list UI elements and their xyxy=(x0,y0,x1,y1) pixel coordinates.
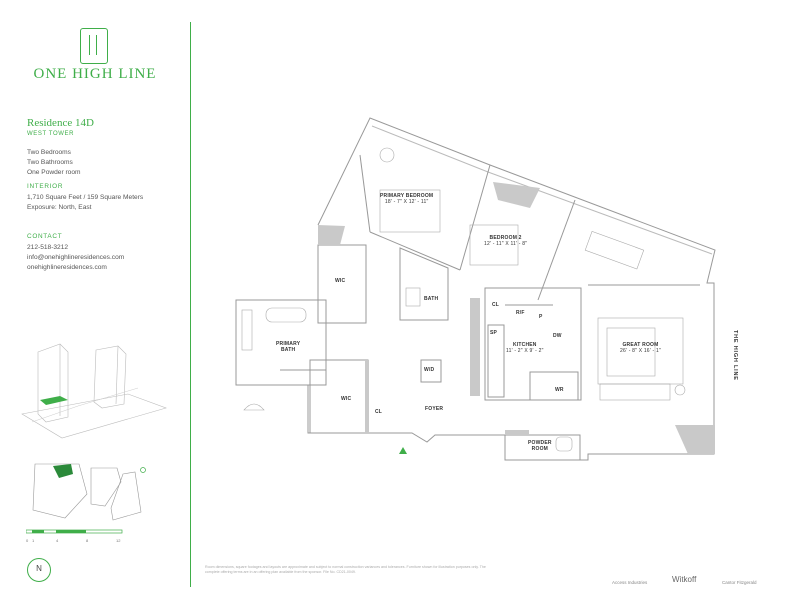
room-name: WR xyxy=(555,387,564,393)
contact-email[interactable]: info@onehighlineresidences.com xyxy=(27,254,125,261)
scale-bar: 0 1 4 8 12 xyxy=(26,529,123,543)
room-name: WIC xyxy=(341,396,352,402)
room-washer-dryer: W/D xyxy=(424,367,434,373)
room-great-room: GREAT ROOM 26' - 8" X 16' - 1" xyxy=(620,342,661,354)
room-name: WIC xyxy=(335,278,346,284)
brand-access-industries: Access Industries xyxy=(612,580,648,585)
room-name: W/D xyxy=(424,367,435,373)
room-dims: 18' - 7" X 12' - 11" xyxy=(384,199,429,205)
room-name: CL xyxy=(492,302,500,308)
tower-name: WEST TOWER xyxy=(27,131,75,137)
contact-details: 212-518-3212 info@onehighlineresidences.… xyxy=(27,243,124,273)
room-name: CL xyxy=(375,409,383,415)
floor-plan xyxy=(235,117,716,461)
room-summary: Two Bedrooms Two Bathrooms One Powder ro… xyxy=(27,148,81,178)
room-foyer: FOYER xyxy=(425,406,443,412)
room-primary-bath: PRIMARY BATH xyxy=(276,341,300,353)
room-name: POWDER xyxy=(528,440,552,446)
room-wine-room: WR xyxy=(555,387,564,393)
scale-tick: 12 xyxy=(116,538,121,543)
street-label: THE HIGH LINE xyxy=(732,330,738,381)
room-bath: BATH xyxy=(424,296,438,302)
room-name: PRIMARY xyxy=(276,341,301,347)
room-name: BATH xyxy=(424,296,439,302)
room-name: SP xyxy=(490,330,498,336)
scale-tick: 4 xyxy=(56,538,59,543)
interior-exposure: Exposure: North, East xyxy=(27,204,92,211)
scale-tick: 0 xyxy=(26,538,29,543)
room-summary-line: Two Bedrooms xyxy=(27,149,71,156)
building-3d-thumbnail xyxy=(21,343,167,439)
interior-area: 1,710 Square Feet / 159 Square Meters xyxy=(27,194,144,201)
room-name: DW xyxy=(553,333,562,339)
north-letter: N xyxy=(36,564,42,573)
room-name: GREAT ROOM xyxy=(622,342,659,348)
room-dims: 26' - 8" X 16' - 1" xyxy=(620,348,661,354)
room-name: ROOM xyxy=(531,446,549,452)
room-bedroom-2: BEDROOM 2 12' - 11" X 11' - 8" xyxy=(484,235,527,247)
brand-name: ONE HIGH LINE xyxy=(33,66,157,82)
room-wic-upper: WIC xyxy=(335,278,345,284)
room-primary-bedroom: PRIMARY BEDROOM 18' - 7" X 12' - 11" xyxy=(380,193,433,205)
panel-divider xyxy=(190,22,191,587)
room-name: R/F xyxy=(516,310,525,316)
room-name: KITCHEN xyxy=(512,342,537,348)
contact-website[interactable]: onehighlineresidences.com xyxy=(27,264,107,271)
legal-disclaimer: Room dimensions, square footages and lay… xyxy=(205,565,486,574)
room-closet-kitchen: CL xyxy=(492,302,499,308)
room-summary-line: Two Bathrooms xyxy=(27,159,73,166)
room-closet-foyer: CL xyxy=(375,409,382,415)
room-kitchen: KITCHEN 11' - 2" X 9' - 2" xyxy=(506,342,544,354)
scale-tick: 8 xyxy=(86,538,89,543)
room-dims: 12' - 11" X 11' - 8" xyxy=(484,241,528,247)
interior-details: 1,710 Square Feet / 159 Square Meters Ex… xyxy=(27,193,143,213)
room-summary-line: One Powder room xyxy=(27,169,81,176)
site-map xyxy=(32,463,146,521)
residence-title: Residence 14D xyxy=(27,117,94,129)
room-name: BEDROOM 2 xyxy=(489,235,522,241)
room-refrigerator: R/F xyxy=(516,310,525,316)
room-sp: SP xyxy=(490,330,497,336)
room-powder-room: POWDER ROOM xyxy=(528,440,552,452)
room-pantry: P xyxy=(539,314,543,320)
room-name: P xyxy=(539,314,543,320)
room-dishwasher: DW xyxy=(553,333,562,339)
brand-cantor-fitzgerald: Cantor Fitzgerald xyxy=(722,580,757,585)
room-wic-lower: WIC xyxy=(341,396,351,402)
info-panel: ONE HIGH LINE Residence 14D WEST TOWER T… xyxy=(0,0,190,612)
room-name: FOYER xyxy=(425,406,444,412)
interior-heading: INTERIOR xyxy=(27,183,64,190)
contact-phone[interactable]: 212-518-3212 xyxy=(27,244,69,251)
one-high-line-logo-icon xyxy=(80,28,108,64)
room-dims: 11' - 2" X 9' - 2" xyxy=(506,348,544,354)
room-name: PRIMARY BEDROOM xyxy=(380,193,434,199)
brand-witkoff: Witkoff xyxy=(672,575,697,584)
room-name: BATH xyxy=(280,347,296,353)
scale-tick: 1 xyxy=(32,538,35,543)
north-arrow-icon: N xyxy=(27,558,53,584)
contact-heading: CONTACT xyxy=(27,233,63,240)
